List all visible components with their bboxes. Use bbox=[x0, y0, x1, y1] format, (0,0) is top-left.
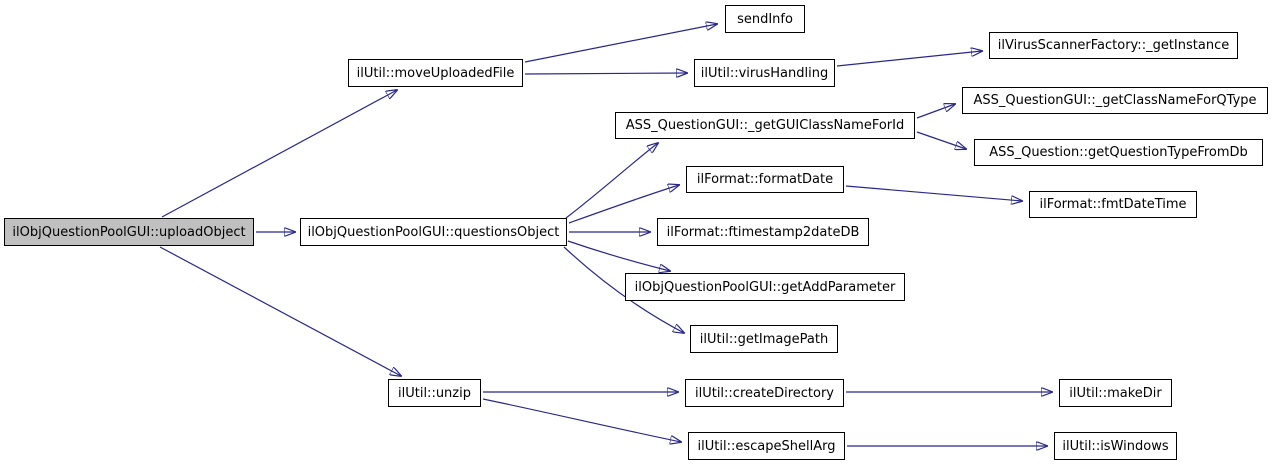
node-virusHandling[interactable]: ilUtil::virusHandling bbox=[694, 59, 835, 87]
edge-questionsObject-getAddParameter bbox=[567, 240, 670, 271]
node-getAddParameter-label: ilObjQuestionPoolGUI::getAddParameter bbox=[634, 279, 896, 295]
node-questionsObject-label: ilObjQuestionPoolGUI::questionsObject bbox=[307, 224, 560, 240]
node-getClassNameForQType[interactable]: ASS_QuestionGUI::_getClassNameForQType bbox=[962, 87, 1268, 114]
node-unzip-label: ilUtil::unzip bbox=[398, 385, 471, 401]
node-uploadObject: ilObjQuestionPoolGUI::uploadObject bbox=[4, 218, 254, 246]
edge-formatDate-fmtDateTime bbox=[845, 185, 1022, 201]
node-getInstance[interactable]: ilVirusScannerFactory::_getInstance bbox=[989, 32, 1238, 59]
node-formatDate-label: ilFormat::formatDate bbox=[696, 172, 834, 187]
edge-questionsObject-getGUIClassNameForId bbox=[565, 143, 658, 219]
node-ftimestamp2dateDB-label: ilFormat::ftimestamp2dateDB bbox=[666, 224, 860, 240]
edge-getGUIClassNameForId-getQuestionTypeFromDb bbox=[916, 131, 966, 149]
edge-getGUIClassNameForId-getClassNameForQType bbox=[916, 104, 955, 119]
node-fmtDateTime-label: ilFormat::fmtDateTime bbox=[1039, 197, 1187, 212]
node-sendInfo-label: sendInfo bbox=[737, 11, 793, 27]
node-getImagePath-label: ilUtil::getImagePath bbox=[699, 331, 829, 347]
node-escapeShellArg-label: ilUtil::escapeShellArg bbox=[697, 438, 836, 454]
node-unzip[interactable]: ilUtil::unzip bbox=[388, 379, 481, 407]
node-isWindows[interactable]: ilUtil::isWindows bbox=[1054, 432, 1177, 460]
node-moveUploadedFile-label: ilUtil::moveUploadedFile bbox=[356, 65, 515, 81]
node-virusHandling-label: ilUtil::virusHandling bbox=[700, 65, 829, 81]
edge-questionsObject-formatDate bbox=[568, 185, 679, 224]
node-getAddParameter[interactable]: ilObjQuestionPoolGUI::getAddParameter bbox=[625, 273, 905, 301]
edge-virusHandling-getInstance bbox=[836, 51, 982, 67]
node-sendInfo[interactable]: sendInfo bbox=[725, 5, 805, 33]
node-moveUploadedFile[interactable]: ilUtil::moveUploadedFile bbox=[348, 59, 523, 87]
node-fmtDateTime[interactable]: ilFormat::fmtDateTime bbox=[1029, 191, 1197, 218]
edge-moveUploadedFile-sendInfo bbox=[524, 24, 717, 63]
node-formatDate[interactable]: ilFormat::formatDate bbox=[686, 166, 844, 193]
node-getGUIClassNameForId[interactable]: ASS_QuestionGUI::_getGUIClassNameForId bbox=[615, 112, 915, 139]
node-uploadObject-label: ilObjQuestionPoolGUI::uploadObject bbox=[12, 224, 246, 240]
node-getImagePath[interactable]: ilUtil::getImagePath bbox=[690, 325, 838, 353]
edge-uploadObject-moveUploadedFile bbox=[161, 90, 397, 218]
node-getQuestionTypeFromDb-label: ASS_Question::getQuestionTypeFromDb bbox=[989, 145, 1248, 160]
node-makeDir[interactable]: ilUtil::makeDir bbox=[1059, 379, 1172, 407]
node-isWindows-label: ilUtil::isWindows bbox=[1062, 438, 1169, 454]
node-getQuestionTypeFromDb[interactable]: ASS_Question::getQuestionTypeFromDb bbox=[974, 139, 1263, 166]
node-getGUIClassNameForId-label: ASS_QuestionGUI::_getGUIClassNameForId bbox=[625, 118, 905, 133]
edge-moveUploadedFile-virusHandling bbox=[524, 73, 687, 74]
node-ftimestamp2dateDB[interactable]: ilFormat::ftimestamp2dateDB bbox=[657, 218, 869, 246]
node-escapeShellArg[interactable]: ilUtil::escapeShellArg bbox=[688, 432, 845, 460]
node-createDirectory-label: ilUtil::createDirectory bbox=[694, 385, 834, 401]
edge-unzip-escapeShellArg bbox=[482, 398, 681, 442]
node-createDirectory[interactable]: ilUtil::createDirectory bbox=[685, 379, 844, 407]
node-questionsObject[interactable]: ilObjQuestionPoolGUI::questionsObject bbox=[300, 218, 567, 246]
edge-uploadObject-unzip bbox=[159, 246, 401, 376]
node-getClassNameForQType-label: ASS_QuestionGUI::_getClassNameForQType bbox=[973, 93, 1257, 108]
node-getInstance-label: ilVirusScannerFactory::_getInstance bbox=[997, 38, 1230, 53]
node-makeDir-label: ilUtil::makeDir bbox=[1069, 385, 1162, 401]
